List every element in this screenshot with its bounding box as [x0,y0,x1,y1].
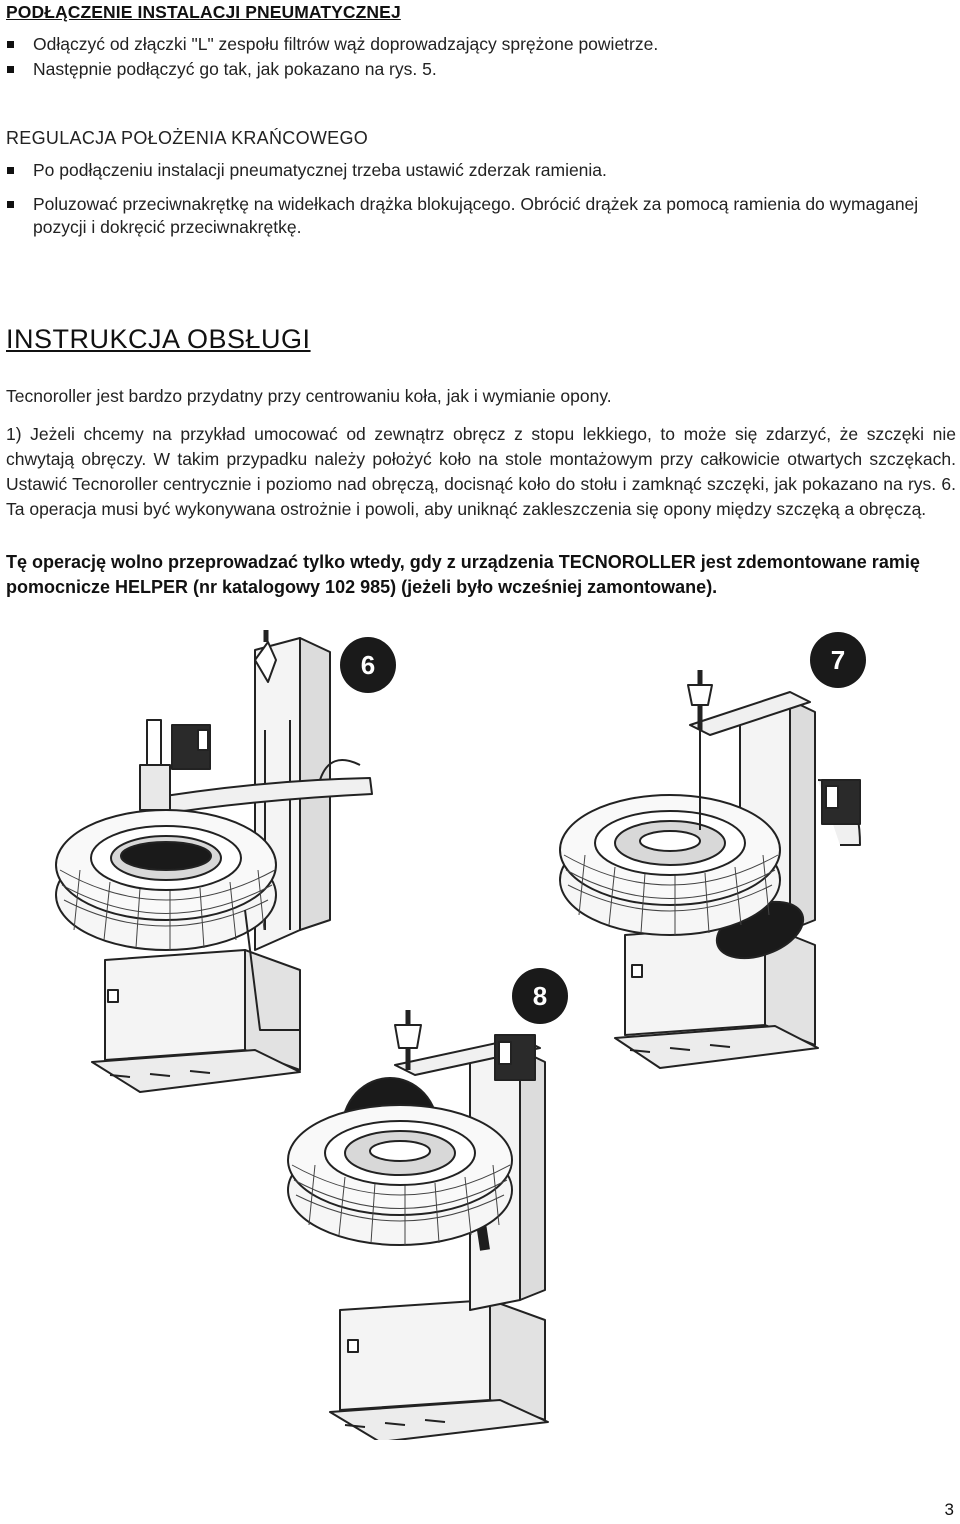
bullet-square-icon [7,201,14,208]
intro-paragraph: Tecnoroller jest bardzo przydatny przy c… [6,386,612,406]
limit-bullet-list: Po podłączeniu instalacji pneumatycznej … [6,159,951,239]
machine-figure-7 [559,670,861,1069]
warning-paragraph: Tę operację wolno przeprowadzać tylko wt… [6,552,920,597]
bullet-square-icon [7,66,14,73]
bullet-square-icon [7,41,14,48]
page-number: 3 [944,1500,954,1519]
bullet-square-icon [7,167,14,174]
section-title-instructions: INSTRUKCJA OBSŁUGI [6,324,311,354]
figure-badge-7: 7 [810,632,866,688]
list-item: Po podłączeniu instalacji pneumatycznej … [6,159,951,182]
figure-badge-6: 6 [340,637,396,693]
list-item: Poluzować przeciwnakrętkę na widełkach d… [6,193,951,239]
machine-figure-8 [287,1010,549,1440]
tyre-changer-illustrations: 6 7 8 [55,630,866,1440]
section-title-limit: REGULACJA POŁOŻENIA KRAŃCOWEGO [6,128,369,148]
machine-figure-6 [55,630,373,1093]
list-item: Następnie podłączyć go tak, jak pokazano… [6,58,951,81]
pneumatic-bullet-list: Odłączyć od złączki "L" zespołu filtrów … [6,33,951,81]
list-item: Odłączyć od złączki "L" zespołu filtrów … [6,33,951,56]
svg-text:6: 6 [361,650,375,680]
svg-text:8: 8 [533,981,547,1011]
svg-text:7: 7 [831,645,845,675]
figure-badge-8: 8 [512,968,568,1024]
section-title-pneumatic: PODŁĄCZENIE INSTALACJI PNEUMATYCZNEJ [6,2,401,22]
procedure-paragraph: 1) Jeżeli chcemy na przykład umocować od… [6,424,956,519]
